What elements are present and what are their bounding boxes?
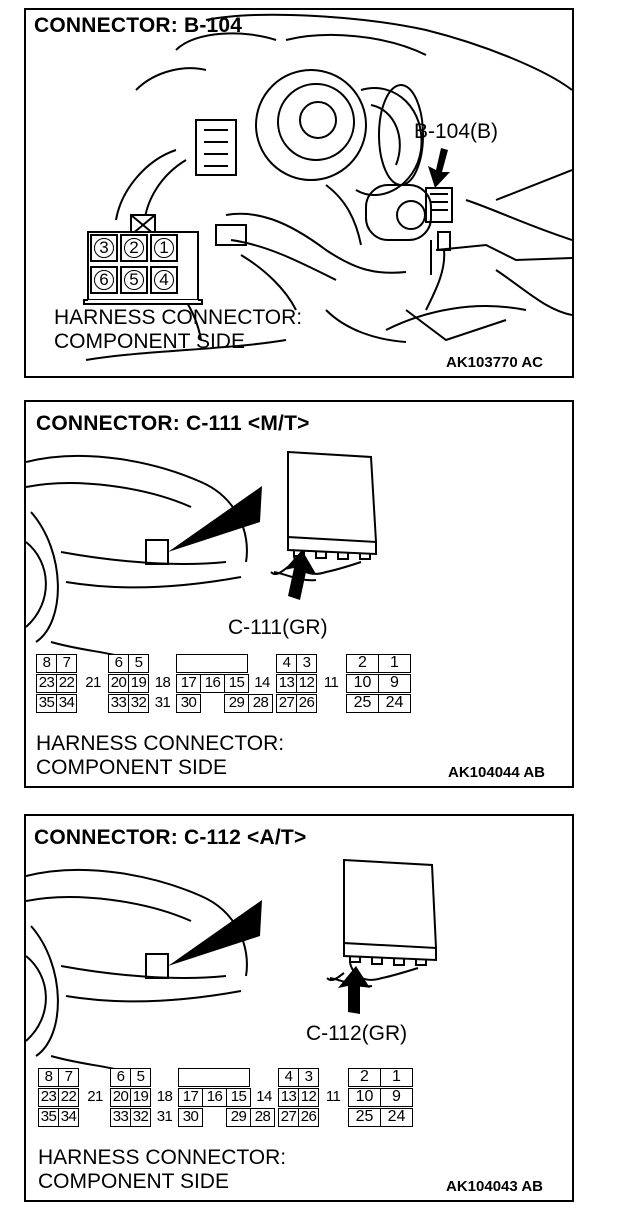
pin-cell: 2	[346, 654, 379, 673]
pin-cell: 31	[152, 694, 173, 713]
pin-cell: 21	[81, 674, 105, 693]
pin-cell: 9	[380, 1088, 413, 1107]
pin-cell: 18	[152, 674, 173, 693]
pin-cell: 14	[250, 674, 274, 693]
pin-cell: 2	[348, 1068, 381, 1087]
pin-cell: 6	[90, 266, 118, 294]
pin-cell: 16	[202, 1088, 227, 1107]
pin-cell: 23	[38, 1088, 59, 1107]
pin-cell: 7	[58, 1068, 79, 1087]
panel-c111: CONNECTOR: C-111 <M/T> C-111(GR) 8 7 6 5…	[24, 400, 574, 788]
component-side-label: COMPONENT SIDE	[54, 330, 245, 353]
pin-cell: 34	[56, 694, 77, 713]
pin-cell: 10	[346, 674, 379, 693]
component-side-label: COMPONENT SIDE	[38, 1170, 229, 1193]
pin-cell: 28	[250, 1108, 275, 1127]
pin-cell: 6	[108, 654, 129, 673]
connector-callout-label: C-111(GR)	[228, 616, 328, 639]
pin-cell: 6	[110, 1068, 131, 1087]
pin-cell: 24	[378, 694, 411, 713]
pin-cell: 21	[83, 1088, 107, 1107]
pin-cell: 33	[108, 694, 129, 713]
pin-cell: 19	[128, 674, 149, 693]
panel-title: CONNECTOR: C-111 <M/T>	[36, 412, 310, 435]
pin-cell: 27	[276, 694, 297, 713]
panel-title: CONNECTOR: B-104	[34, 14, 243, 37]
c111-dashboard-illustration	[26, 450, 378, 663]
pin-cell: 22	[56, 674, 77, 693]
pin-cell: 30	[176, 694, 201, 713]
pin-cell: 25	[348, 1108, 381, 1127]
pin-cell-blank	[178, 1068, 250, 1087]
pin-cell: 12	[298, 1088, 319, 1107]
pin-cell: 8	[36, 654, 57, 673]
pin-cell: 5	[120, 266, 148, 294]
pin-cell: 24	[380, 1108, 413, 1127]
pin-cell: 1	[378, 654, 411, 673]
pin-cell: 3	[90, 234, 118, 262]
pin-cell: 28	[248, 694, 273, 713]
harness-connector-label: HARNESS CONNECTOR:	[54, 306, 303, 329]
pin-cell: 15	[226, 1088, 251, 1107]
figure-reference-code: AK104044 AB	[448, 764, 545, 781]
panel-b104: CONNECTOR: B-104 B-104(B) 3 2 1 6 5 4 HA…	[24, 8, 574, 378]
pin-cell: 31	[154, 1108, 175, 1127]
pin-cell: 16	[200, 674, 225, 693]
pin-cell: 1	[150, 234, 178, 262]
component-side-label: COMPONENT SIDE	[36, 756, 227, 779]
pin-cell: 17	[178, 1088, 203, 1107]
pin-cell: 13	[276, 674, 297, 693]
pin-cell: 32	[130, 1108, 151, 1127]
pin-cell: 13	[278, 1088, 299, 1107]
pin-cell: 5	[130, 1068, 151, 1087]
pin-cell: 22	[58, 1088, 79, 1107]
pin-cell: 12	[296, 674, 317, 693]
pin-cell: 29	[226, 1108, 251, 1127]
pin-cell: 25	[346, 694, 379, 713]
pin-cell: 14	[252, 1088, 276, 1107]
pin-cell: 23	[36, 674, 57, 693]
connector-callout-label: C-112(GR)	[306, 1022, 408, 1045]
harness-connector-label: HARNESS CONNECTOR:	[36, 732, 285, 755]
pin-cell: 15	[224, 674, 249, 693]
pin-cell: 8	[38, 1068, 59, 1087]
figure-reference-code: AK104043 AB	[446, 1178, 543, 1195]
pin-cell: 1	[380, 1068, 413, 1087]
harness-connector-label: HARNESS CONNECTOR:	[38, 1146, 287, 1169]
pin-cell: 20	[110, 1088, 131, 1107]
pin-cell: 27	[278, 1108, 299, 1127]
c112-dashboard-illustration	[26, 858, 438, 1077]
pin-cell: 11	[320, 674, 342, 693]
figure-reference-code: AK103770 AC	[446, 354, 543, 371]
pin-cell: 29	[224, 694, 249, 713]
pin-cell: 34	[58, 1108, 79, 1127]
pin-cell: 35	[36, 694, 57, 713]
pin-cell: 26	[296, 694, 317, 713]
pin-cell-blank	[176, 654, 248, 673]
pin-cell: 32	[128, 694, 149, 713]
pin-cell: 4	[276, 654, 297, 673]
pin-cell: 17	[176, 674, 201, 693]
panel-title: CONNECTOR: C-112 <A/T>	[34, 826, 307, 849]
pin-cell: 26	[298, 1108, 319, 1127]
pin-cell: 19	[130, 1088, 151, 1107]
pin-cell: 10	[348, 1088, 381, 1107]
pin-cell: 18	[154, 1088, 175, 1107]
pin-cell: 3	[298, 1068, 319, 1087]
pin-cell: 4	[150, 266, 178, 294]
pin-cell: 3	[296, 654, 317, 673]
pin-cell: 2	[120, 234, 148, 262]
pin-cell: 9	[378, 674, 411, 693]
pin-cell: 30	[178, 1108, 203, 1127]
pin-cell: 5	[128, 654, 149, 673]
pin-cell: 4	[278, 1068, 299, 1087]
pin-cell: 7	[56, 654, 77, 673]
panel-c112: CONNECTOR: C-112 <A/T> C-112(GR) 8 7 6 5…	[24, 814, 574, 1202]
pin-cell: 33	[110, 1108, 131, 1127]
pin-cell: 20	[108, 674, 129, 693]
connector-callout-label: B-104(B)	[414, 120, 499, 143]
pin-cell: 11	[322, 1088, 344, 1107]
pin-cell: 35	[38, 1108, 59, 1127]
